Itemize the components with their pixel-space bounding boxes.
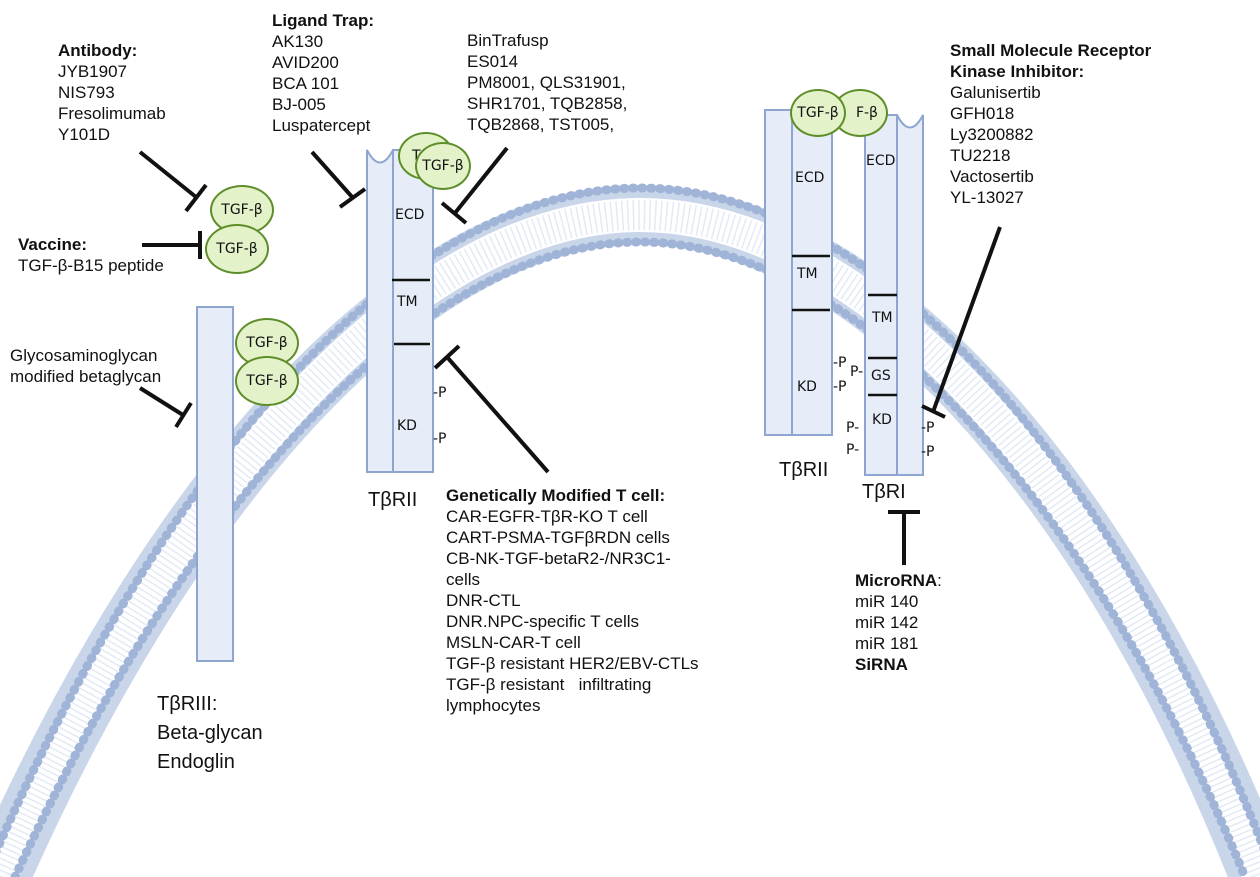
t-cell-inhibition-arrow bbox=[435, 346, 548, 472]
microrna-item: miR 181 bbox=[855, 633, 942, 654]
antibody-item: Fresolimumab bbox=[58, 103, 166, 124]
t-cell-item: DNR.NPC-specific T cells bbox=[446, 611, 699, 632]
phospho-site: -P bbox=[433, 431, 447, 447]
tbriii-label-line: Endoglin bbox=[157, 748, 263, 777]
tgf-beta-ligand: TGF-β bbox=[205, 224, 269, 274]
phospho-site: -P bbox=[921, 420, 935, 436]
tbrii-left-label: TβRII bbox=[368, 488, 417, 512]
t-cell-item: lymphocytes bbox=[446, 695, 699, 716]
small-molecule-item: Ly3200882 bbox=[950, 124, 1151, 145]
small-molecule-inhibitor-list: Small Molecule Receptor Kinase Inhibitor… bbox=[950, 40, 1151, 208]
tbrii-right-tm-label: TM bbox=[797, 266, 818, 282]
tbri-ecd-label: ECD bbox=[866, 153, 895, 169]
antibody-heading: Antibody: bbox=[58, 40, 166, 61]
antibody-item: NIS793 bbox=[58, 82, 166, 103]
t-cell-item: CART-PSMA-TGFβRDN cells bbox=[446, 527, 699, 548]
ligand-trap-item: BJ-005 bbox=[272, 94, 374, 115]
tbri-label: TβRI bbox=[862, 480, 906, 504]
t-cell-item: TGF-β resistant infiltrating bbox=[446, 674, 699, 695]
phospho-site: P- bbox=[850, 364, 863, 380]
t-cell-item: CB-NK-TGF-betaR2-/NR3C1- bbox=[446, 548, 699, 569]
ligand-trap-item: Luspatercept bbox=[272, 115, 374, 136]
ligand-trap-item: BinTrafusp bbox=[467, 30, 627, 51]
tbriii-label-line: Beta-glycan bbox=[157, 719, 263, 748]
tgf-beta-ligand: TGF-β bbox=[415, 142, 471, 190]
tbrii-right-kd-label: KD bbox=[797, 379, 817, 395]
tbriii-label: TβRIII: Beta-glycan Endoglin bbox=[157, 690, 263, 777]
tbrii-right-ecd-label: ECD bbox=[795, 170, 824, 186]
tbri-kd-label: KD bbox=[872, 412, 892, 428]
microrna-inhibitor-list: MicroRNA: miR 140 miR 142 miR 181 SiRNA bbox=[855, 570, 942, 675]
tbrii-left-ecd-label: ECD bbox=[395, 207, 424, 223]
small-molecule-item: GFH018 bbox=[950, 103, 1151, 124]
microrna-heading-row: MicroRNA: bbox=[855, 570, 942, 591]
tbrii-right-label: TβRII bbox=[779, 458, 828, 482]
tbrii-left-kd-label: KD bbox=[397, 418, 417, 434]
small-molecule-heading: Kinase Inhibitor: bbox=[950, 61, 1151, 82]
phospho-site: P- bbox=[846, 420, 859, 436]
small-molecule-item: TU2218 bbox=[950, 145, 1151, 166]
antibody-inhibitor-list: Antibody: JYB1907 NIS793 Fresolimumab Y1… bbox=[58, 40, 166, 145]
t-cell-item: MSLN-CAR-T cell bbox=[446, 632, 699, 653]
ligand-trap-item: SHR1701, TQB2858, bbox=[467, 93, 627, 114]
vaccine-inhibitor-list: Vaccine: TGF-β-B15 peptide bbox=[18, 234, 164, 276]
tbri-tm-label: TM bbox=[872, 310, 893, 326]
glycosaminoglycan-item: Glycosaminoglycan bbox=[10, 345, 161, 366]
ligand-trap-item: AK130 bbox=[272, 31, 374, 52]
microrna-inhibition-arrow bbox=[888, 512, 920, 565]
tbriii-receptor bbox=[197, 307, 233, 661]
phospho-site: P- bbox=[846, 442, 859, 458]
tbri-gs-label: GS bbox=[871, 368, 891, 384]
t-cell-item: DNR-CTL bbox=[446, 590, 699, 611]
microrna-heading-colon: : bbox=[937, 571, 942, 590]
ligand-trap-item: PM8001, QLS31901, bbox=[467, 72, 627, 93]
glycan-inhibition-arrow bbox=[140, 388, 191, 427]
phospho-site: -P bbox=[921, 444, 935, 460]
antibody-item: JYB1907 bbox=[58, 61, 166, 82]
small-molecule-item: Galunisertib bbox=[950, 82, 1151, 103]
phospho-site: -P bbox=[833, 379, 847, 395]
tbrii-left-tm-label: TM bbox=[397, 294, 418, 310]
small-molecule-heading: Small Molecule Receptor bbox=[950, 40, 1151, 61]
glycosaminoglycan-item: modified betaglycan bbox=[10, 366, 161, 387]
t-cell-item: TGF-β resistant HER2/EBV-CTLs bbox=[446, 653, 699, 674]
microrna-item: miR 142 bbox=[855, 612, 942, 633]
microrna-heading: MicroRNA bbox=[855, 571, 937, 590]
antibody-item: Y101D bbox=[58, 124, 166, 145]
ligand-trap-inhibitor-list: Ligand Trap: AK130 AVID200 BCA 101 BJ-00… bbox=[272, 10, 374, 136]
glycosaminoglycan-inhibitor-list: Glycosaminoglycan modified betaglycan bbox=[10, 345, 161, 387]
vaccine-item: TGF-β-B15 peptide bbox=[18, 255, 164, 276]
ligand-trap-item: AVID200 bbox=[272, 52, 374, 73]
t-cell-inhibitor-list: Genetically Modified T cell: CAR-EGFR-Tβ… bbox=[446, 485, 699, 716]
phospho-site: -P bbox=[433, 385, 447, 401]
ligand-trap-item: TQB2868, TST005, bbox=[467, 114, 627, 135]
ligand-trap-inhibition-arrow bbox=[312, 152, 365, 207]
vaccine-heading: Vaccine: bbox=[18, 234, 164, 255]
microrna-item: miR 140 bbox=[855, 591, 942, 612]
small-molecule-item: Vactosertib bbox=[950, 166, 1151, 187]
tgf-beta-ligand: TGF-β bbox=[790, 89, 846, 137]
ligand-trap-item: ES014 bbox=[467, 51, 627, 72]
small-molecule-item: YL-13027 bbox=[950, 187, 1151, 208]
t-cell-item: CAR-EGFR-TβR-KO T cell bbox=[446, 506, 699, 527]
t-cell-item: cells bbox=[446, 569, 699, 590]
tbriii-label-line: TβRIII: bbox=[157, 690, 263, 719]
ligand-trap-heading: Ligand Trap: bbox=[272, 10, 374, 31]
t-cell-heading: Genetically Modified T cell: bbox=[446, 485, 699, 506]
ligand-trap-item: BCA 101 bbox=[272, 73, 374, 94]
tgf-beta-ligand: TGF-β bbox=[235, 356, 299, 406]
sirna-heading: SiRNA bbox=[855, 654, 942, 675]
ligand-trap-cont-list: BinTrafusp ES014 PM8001, QLS31901, SHR17… bbox=[467, 30, 627, 135]
phospho-site: -P bbox=[833, 355, 847, 371]
antibody-inhibition-arrow bbox=[140, 152, 206, 211]
